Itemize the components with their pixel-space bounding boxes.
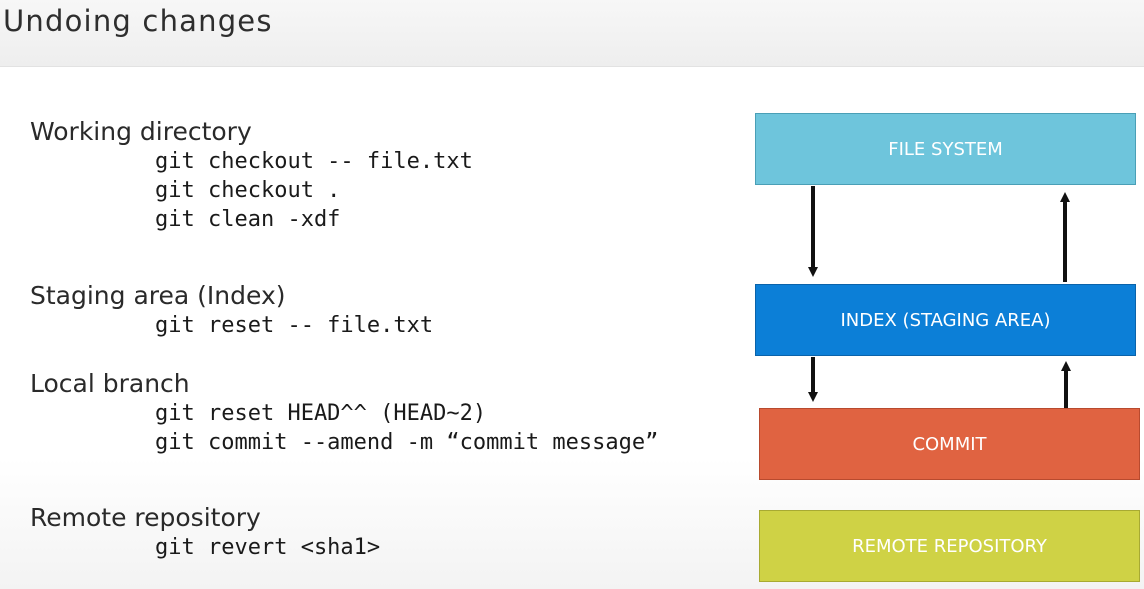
command-line: git reset -- file.txt (155, 313, 434, 338)
command-line: git commit --amend -m “commit message” (155, 430, 659, 455)
slide-header: Undoing changes (0, 0, 1144, 67)
commit-box: COMMIT (759, 408, 1140, 480)
remote-repository-box: REMOTE REPOSITORY (759, 510, 1140, 582)
section-remote-repository: Remote repository git revert <sha1> (30, 503, 380, 562)
section-working-directory: Working directory git checkout -- file.t… (30, 117, 473, 234)
slide-title: Undoing changes (3, 4, 273, 38)
command-line: git checkout . (155, 178, 341, 203)
index-staging-area-box: INDEX (STAGING AREA) (755, 284, 1136, 356)
section-staging-area: Staging area (Index) git reset -- file.t… (30, 281, 433, 340)
section-local-branch: Local branch git reset HEAD^^ (HEAD~2) g… (30, 369, 658, 457)
file-system-box: FILE SYSTEM (755, 113, 1136, 185)
section-title: Local branch (30, 369, 190, 398)
command-line: git reset HEAD^^ (HEAD~2) (155, 401, 487, 426)
section-title: Working directory (30, 117, 252, 146)
command-line: git revert <sha1> (155, 535, 381, 560)
command-line: git clean -xdf (155, 207, 341, 232)
section-title: Remote repository (30, 503, 261, 532)
command-line: git checkout -- file.txt (155, 149, 473, 174)
section-title: Staging area (Index) (30, 281, 286, 310)
